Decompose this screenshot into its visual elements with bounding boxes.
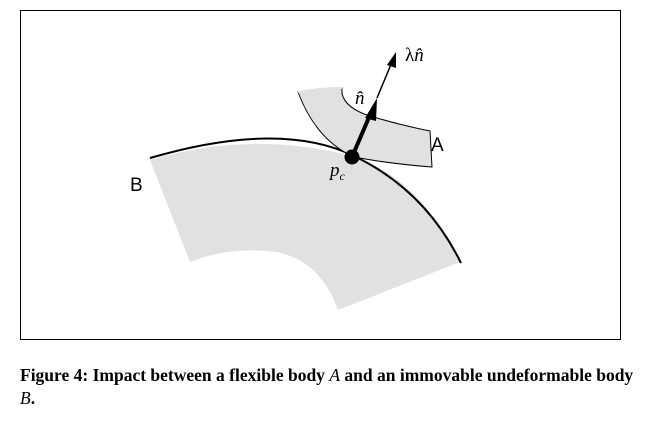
label-scaled-normal-lambda: λ <box>405 45 415 66</box>
label-contact-point-subscript: c <box>340 169 346 183</box>
caption-suffix: . <box>30 388 36 408</box>
caption-middle: and an immovable undeformable body <box>344 365 634 385</box>
label-scaled-normal: λn̂ <box>405 45 424 66</box>
body-b-shape <box>150 143 460 310</box>
figure-caption: Figure 4: Impact between a flexible body… <box>20 364 635 410</box>
label-contact-point: pc <box>328 160 346 183</box>
label-normal: n̂ <box>355 88 365 109</box>
normal-arrow-line <box>350 114 372 158</box>
normal-arrow-head <box>365 98 377 121</box>
contact-point <box>344 149 360 165</box>
label-body-a: A <box>431 135 444 156</box>
caption-body-a: A <box>329 365 341 385</box>
label-scaled-normal-n: n̂ <box>414 45 424 66</box>
scaled-normal-arrow-line <box>376 61 393 99</box>
scaled-normal-arrow-head <box>387 52 396 68</box>
caption-body-b: B <box>20 388 31 408</box>
figure-frame: A B pc n̂ λn̂ <box>20 10 621 340</box>
label-body-b: B <box>130 175 143 196</box>
caption-prefix: Figure 4: Impact between a flexible body <box>20 365 325 385</box>
